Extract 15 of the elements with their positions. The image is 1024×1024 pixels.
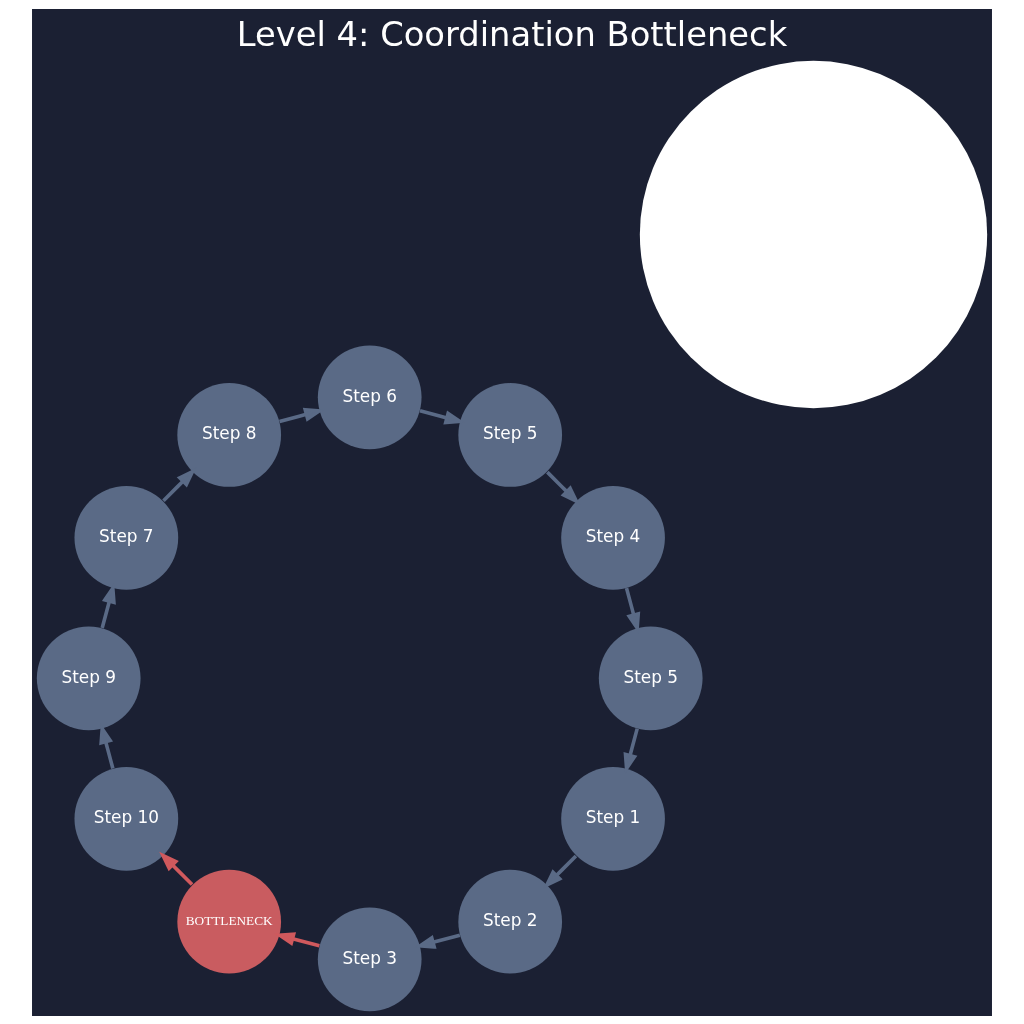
arrow <box>543 854 578 889</box>
arrow <box>159 851 194 886</box>
node-circle: Step 6 <box>317 344 422 449</box>
node-circle: Step 7 <box>74 485 179 590</box>
node-circle <box>639 60 988 408</box>
arrow <box>162 467 197 502</box>
node-circle: Step 5 <box>598 625 703 730</box>
node-circle: BOTTLENECK <box>177 869 282 974</box>
node-circle: Step 3 <box>317 906 422 1011</box>
node-circle: Step 5 <box>458 382 563 487</box>
node-circle: Step 1 <box>561 766 665 871</box>
diagram-title: Level 4: Coordination Bottleneck <box>236 14 788 54</box>
arrow <box>546 470 581 505</box>
node-circle: Step 9 <box>36 625 141 730</box>
arrow <box>274 931 320 948</box>
